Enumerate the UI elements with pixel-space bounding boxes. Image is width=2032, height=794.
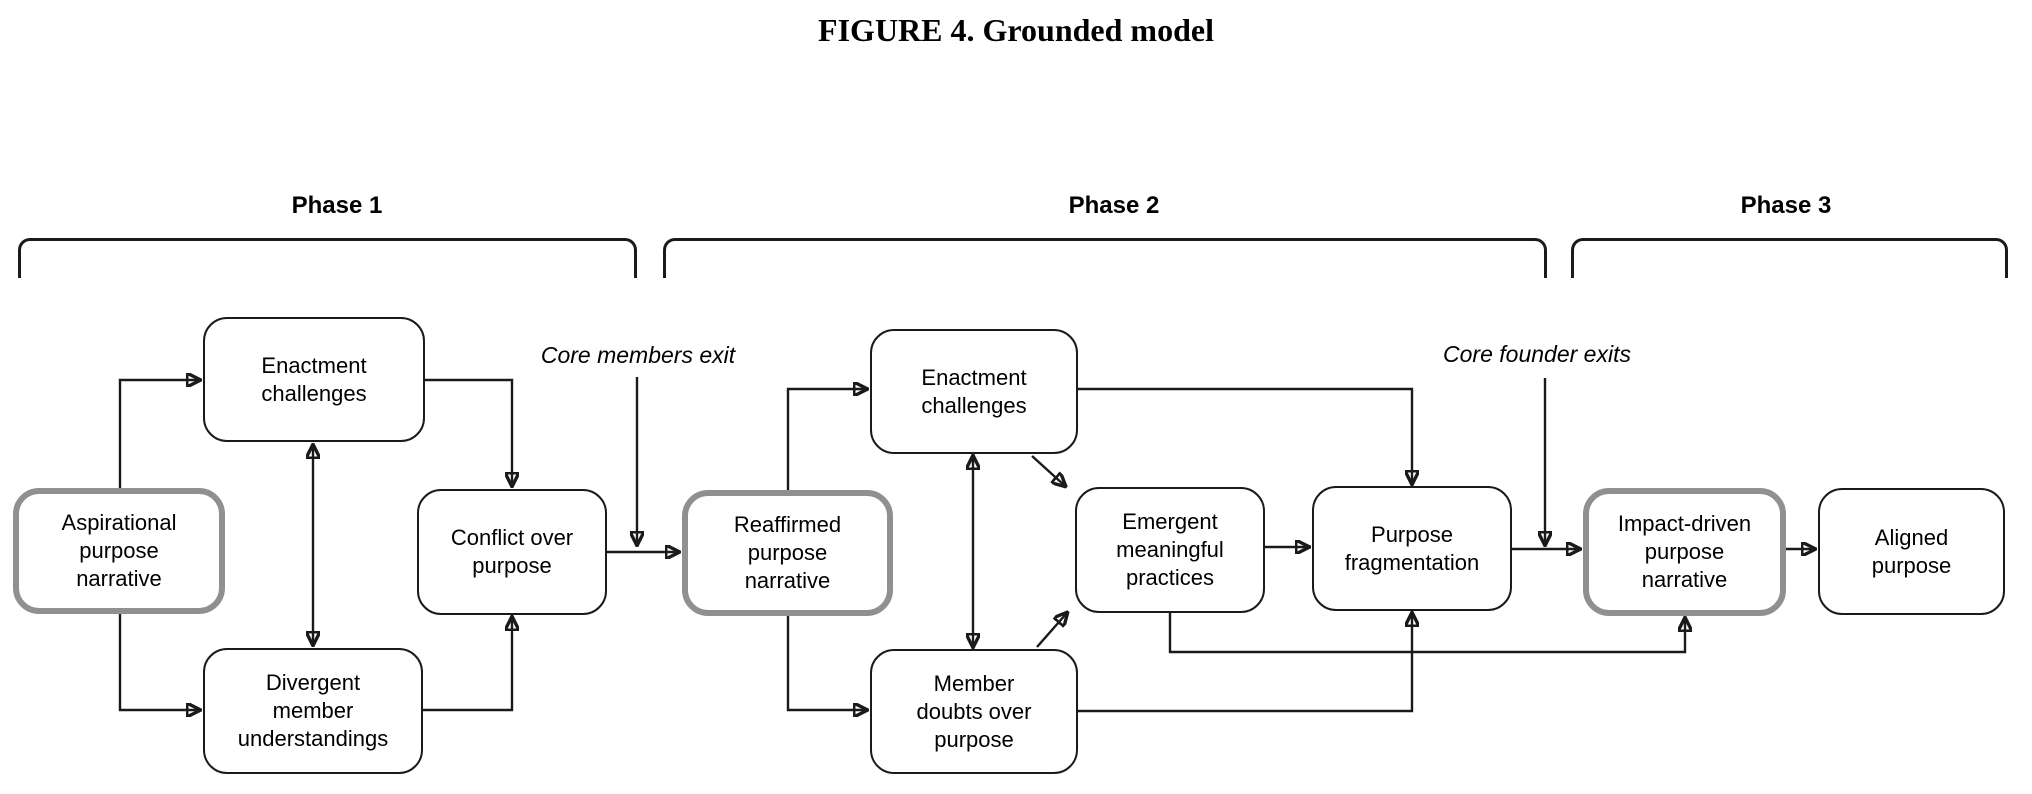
node-member-doubts-over-purpose: Member doubts over purpose [870, 649, 1078, 774]
node-label: Impact-driven purpose narrative [1617, 511, 1752, 592]
edge-aspirational-to-enactment1 [118, 380, 198, 488]
node-label: Divergent member understandings [237, 670, 389, 751]
node-purpose-fragmentation: Purpose fragmentation [1312, 486, 1512, 611]
node-label: Aspirational purpose narrative [61, 510, 177, 591]
edge-reaffirmed-to-enactment2 [786, 389, 865, 490]
node-conflict-over-purpose: Conflict over purpose [417, 489, 607, 615]
core-members-exit-label: Core members exit [540, 342, 736, 368]
edge-enactment2-to-fragmentation [1078, 387, 1412, 482]
node-reaffirmed-purpose-narrative: Reaffirmed purpose narrative [682, 490, 893, 616]
phase-2-label: Phase 2 [1068, 192, 1160, 219]
edge-emergent-to-impact-driven [1168, 613, 1685, 654]
edge-reaffirmed-to-member-doubts [786, 616, 865, 710]
node-label: Emergent meaningful practices [1116, 509, 1224, 590]
phase-2-bracket [663, 238, 1547, 278]
edge-member-doubts-to-fragmentation [1078, 615, 1412, 713]
phase-1-label: Phase 1 [291, 192, 383, 219]
phase-3-bracket [1571, 238, 2008, 278]
figure-title: FIGURE 4. Grounded model [818, 12, 1214, 48]
node-enactment-challenges-phase2: Enactment challenges [870, 329, 1078, 454]
node-aspirational-purpose-narrative: Aspirational purpose narrative [13, 488, 225, 614]
phase-1-bracket [18, 238, 637, 278]
node-label: Member doubts over purpose [916, 670, 1032, 752]
node-label: Enactment challenges [921, 364, 1027, 418]
edge-enactment2-to-emergent [1031, 455, 1064, 485]
edge-divergent-to-conflict [423, 619, 512, 712]
node-label: Aligned purpose [1871, 524, 1952, 578]
edge-enactment1-to-conflict [425, 378, 512, 484]
node-emergent-meaningful-practices: Emergent meaningful practices [1075, 487, 1265, 613]
node-label: Conflict over purpose [450, 525, 574, 578]
node-enactment-challenges-phase1: Enactment challenges [203, 317, 425, 442]
edge-member-doubts-to-emergent [1036, 614, 1066, 648]
node-label: Reaffirmed purpose narrative [733, 512, 842, 593]
phase-3-label: Phase 3 [1740, 192, 1832, 219]
edge-aspirational-to-divergent [118, 614, 198, 710]
node-aligned-purpose: Aligned purpose [1818, 488, 2005, 615]
node-divergent-member-understandings: Divergent member understandings [203, 648, 423, 774]
core-founder-exits-label: Core founder exits [1443, 341, 1631, 367]
node-impact-driven-purpose-narrative: Impact-driven purpose narrative [1583, 488, 1786, 616]
node-label: Purpose fragmentation [1344, 521, 1480, 575]
node-label: Enactment challenges [261, 352, 367, 406]
